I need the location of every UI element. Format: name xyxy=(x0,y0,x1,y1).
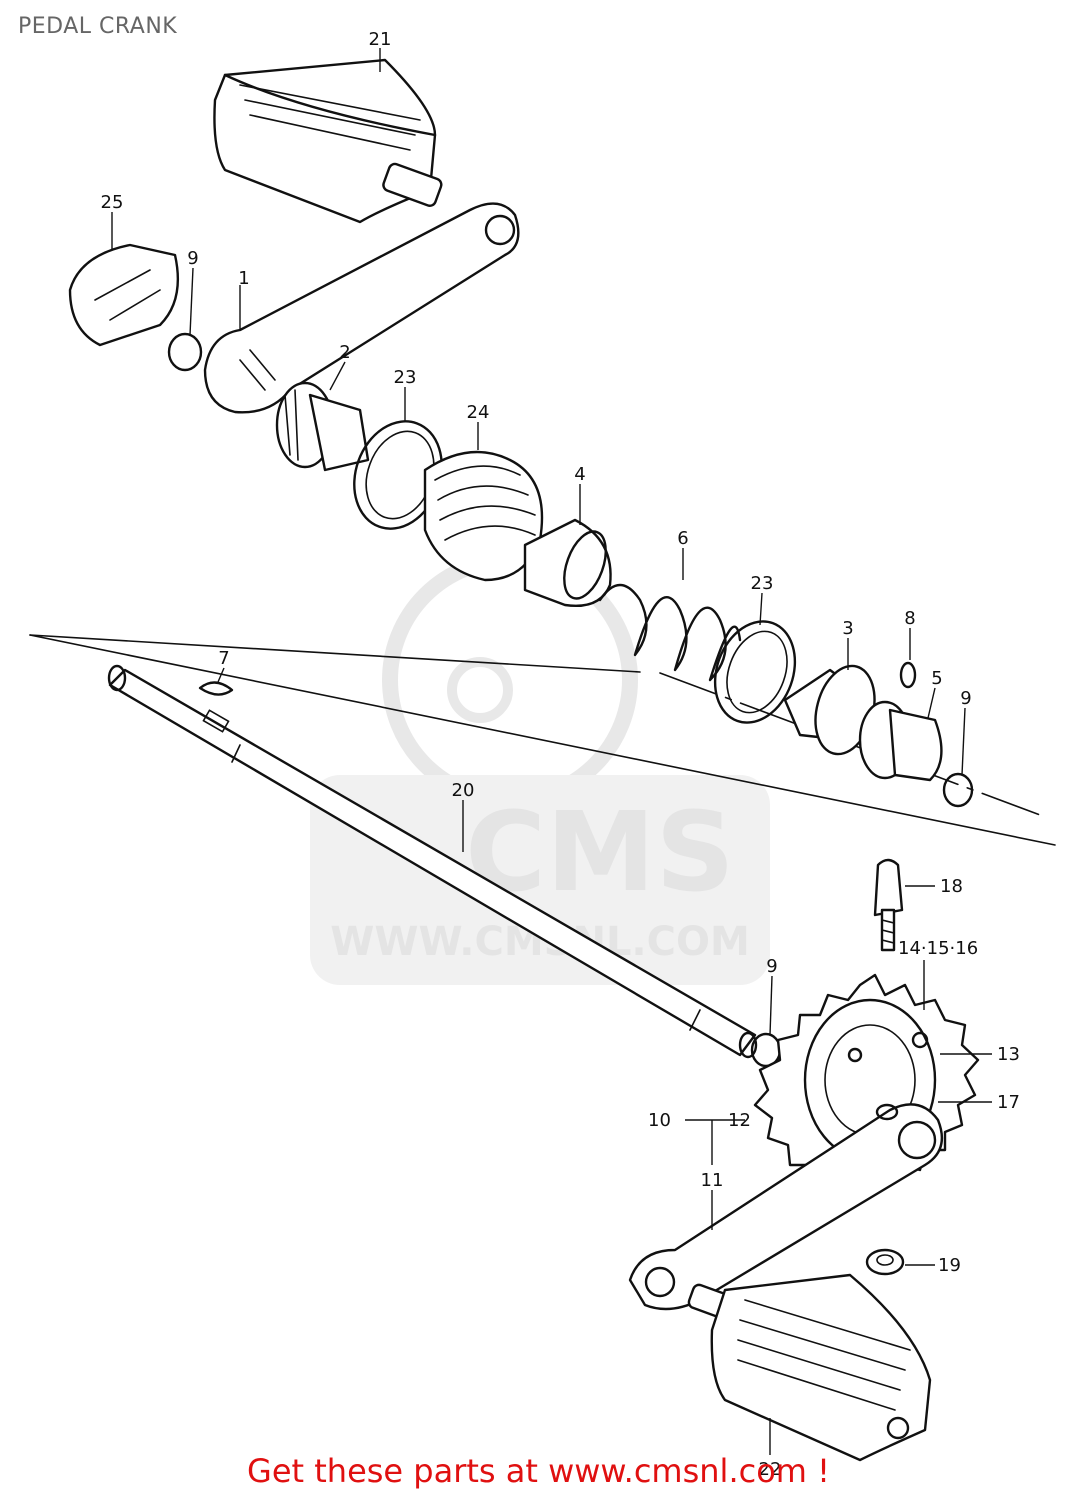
ring-23-right xyxy=(713,620,797,724)
callout-4: 4 xyxy=(574,464,585,485)
footer-link-text[interactable]: Get these parts at www.cmsnl.com ! xyxy=(247,1452,830,1490)
crank-arm-upper xyxy=(203,202,520,414)
callout-5: 5 xyxy=(931,668,942,689)
callout-6: 6 xyxy=(677,528,688,549)
callout-25: 25 xyxy=(101,192,124,213)
callout-18: 18 xyxy=(940,876,963,897)
callout-20: 20 xyxy=(452,780,475,801)
callout-19: 19 xyxy=(938,1255,961,1276)
callout-labels: 21 25 9 1 2 23 24 4 6 23 3 8 5 9 7 20 18… xyxy=(101,29,1020,1480)
callout-23-right: 23 xyxy=(751,573,774,594)
callout-9-lower: 9 xyxy=(766,956,777,977)
callout-1: 1 xyxy=(238,268,249,289)
callout-9-right: 9 xyxy=(960,688,971,709)
callout-3: 3 xyxy=(842,618,853,639)
pin-8 xyxy=(899,661,917,689)
axis-line-upper xyxy=(29,634,1056,846)
callout-14-15-16: 14·15·16 xyxy=(898,938,978,959)
callout-24: 24 xyxy=(467,402,490,423)
callout-22: 22 xyxy=(759,1459,782,1480)
crank-shaft xyxy=(107,664,758,1059)
callout-11: 11 xyxy=(701,1170,724,1191)
callout-9-upper: 9 xyxy=(187,248,198,269)
circlip-right xyxy=(942,772,974,808)
axis-line-lower xyxy=(29,634,641,673)
return-spring xyxy=(598,583,742,682)
callout-21: 21 xyxy=(369,29,392,50)
ratchet-sleeve xyxy=(858,700,943,782)
pedal-lower xyxy=(687,1273,932,1462)
callout-7: 7 xyxy=(218,648,229,669)
pedal-upper xyxy=(213,58,443,224)
ratchet-gear xyxy=(275,381,370,472)
circlip-upper-left xyxy=(167,332,203,372)
woodruff-key xyxy=(198,681,234,696)
collar xyxy=(523,518,612,607)
leader-lines xyxy=(111,48,992,1455)
callout-12: 12 xyxy=(728,1110,751,1131)
callout-17: 17 xyxy=(997,1092,1020,1113)
page-title: PEDAL CRANK xyxy=(18,14,178,39)
callout-10: 10 xyxy=(648,1110,671,1131)
callout-2: 2 xyxy=(339,342,350,363)
nut xyxy=(865,1248,905,1276)
callout-23-left: 23 xyxy=(394,367,417,388)
callout-8: 8 xyxy=(904,608,915,629)
stud-bolt xyxy=(873,858,904,952)
crank-cap xyxy=(68,243,179,347)
crank-arm-lower xyxy=(628,1103,943,1311)
callout-13: 13 xyxy=(997,1044,1020,1065)
